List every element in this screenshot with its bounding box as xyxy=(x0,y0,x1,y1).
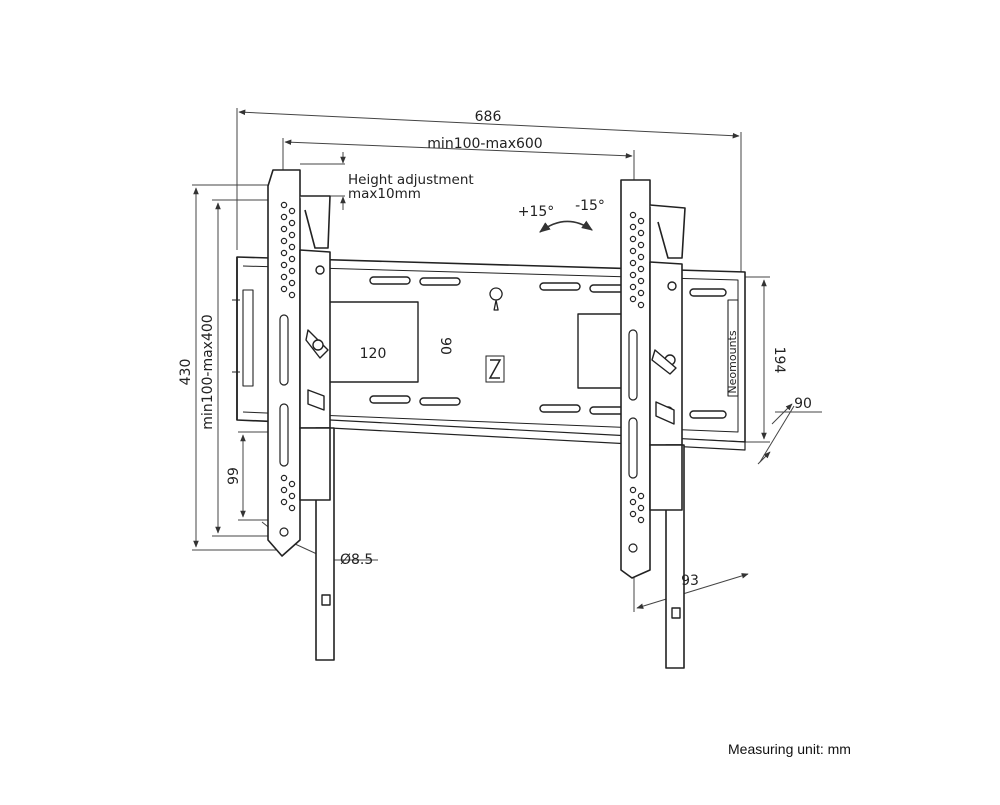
vertical-span-label: min100-max400 xyxy=(200,314,216,429)
right-arm xyxy=(620,179,686,669)
overall-width-label: 686 xyxy=(475,109,502,125)
unit-note: Measuring unit: mm xyxy=(728,741,851,757)
hole-span-label: min100-max600 xyxy=(427,136,542,152)
brand-mark: Neomounts xyxy=(726,330,739,393)
left-arm xyxy=(267,169,335,661)
plate-width-label: 120 xyxy=(360,346,387,362)
tilt-arc-icon xyxy=(539,220,593,233)
plate-height-label: 90 xyxy=(437,337,453,355)
overall-height-label: 430 xyxy=(178,359,194,386)
height-adjustment-label: Height adjustment xyxy=(348,172,474,188)
tilt-up-label: +15° xyxy=(518,204,555,220)
wall-plate xyxy=(232,256,746,451)
tilt-down-label: -15° xyxy=(575,198,605,214)
wall-depth-label: 90 xyxy=(794,396,812,412)
hole-offset-label: 99 xyxy=(226,467,242,485)
plate-depth-label: 194 xyxy=(771,347,787,374)
height-adjustment-value: max10mm xyxy=(348,186,421,202)
hole-diameter-label: Ø8.5 xyxy=(340,552,373,568)
tv-depth-label: 93 xyxy=(681,573,699,589)
brand-logo-icon xyxy=(485,355,505,383)
